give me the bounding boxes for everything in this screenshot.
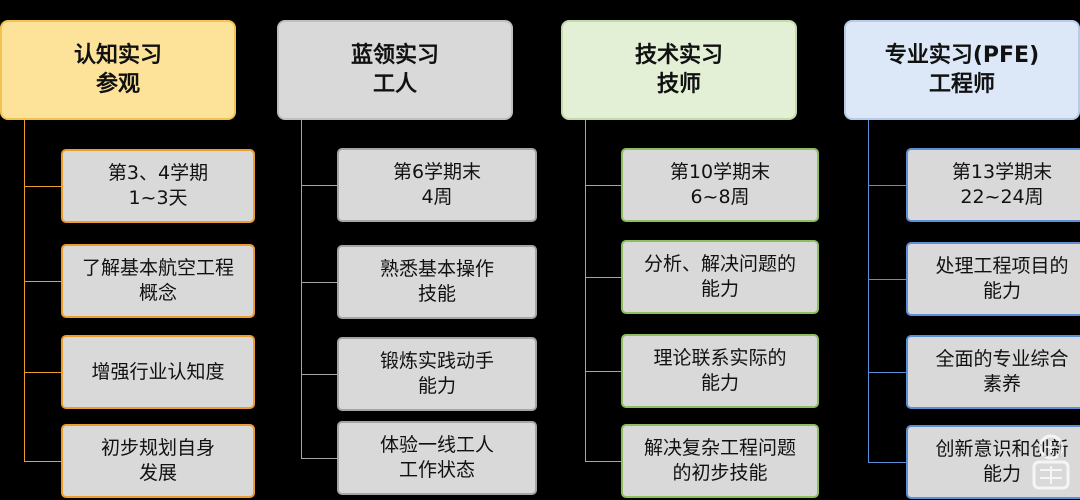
item-line: 第13学期末: [951, 161, 1053, 183]
header-line: 技师: [656, 72, 701, 97]
item-line: 能力: [982, 280, 1021, 302]
item-line: 22~24周: [960, 186, 1044, 208]
item-box: 理论联系实际的 能力: [621, 334, 819, 408]
item-box: 第10学期末 6~8周: [621, 148, 819, 222]
item-box: 处理工程项目的 能力: [906, 242, 1080, 316]
item-box: 全面的专业综合 素养: [906, 335, 1080, 409]
branch-line: [24, 281, 61, 282]
item-line: 分析、解决问题的: [643, 253, 796, 275]
item-box: 了解基本航空工程 概念: [61, 244, 255, 318]
connector-line: [301, 120, 302, 458]
header-line: 技术实习: [634, 43, 723, 68]
item-line: 工作状态: [398, 459, 475, 481]
item-line: 解决复杂工程问题: [643, 437, 796, 459]
branch-line: [585, 185, 621, 186]
item-line: 熟悉基本操作: [379, 258, 494, 280]
item-line: 创新意识和创新: [935, 438, 1069, 460]
header-professional-internship: 专业实习(PFE) 工程师: [844, 20, 1080, 120]
item-line: 增强行业认知度: [91, 360, 225, 383]
item-line: 能力: [417, 375, 456, 397]
item-line: 第10学期末: [669, 161, 771, 183]
branch-line: [585, 461, 621, 462]
connector-line: [585, 120, 586, 461]
item-box: 解决复杂工程问题 的初步技能: [621, 424, 819, 498]
item-line: 体验一线工人: [379, 434, 494, 456]
item-line: 能力: [700, 372, 739, 394]
header-blue-collar-internship: 蓝领实习 工人: [277, 20, 513, 120]
branch-line: [868, 279, 906, 280]
header-line: 工程师: [928, 72, 995, 97]
branch-line: [301, 458, 337, 459]
item-line: 初步规划自身: [100, 437, 215, 459]
item-line: 了解基本航空工程: [81, 257, 234, 279]
header-technical-internship: 技术实习 技师: [561, 20, 797, 120]
item-box: 熟悉基本操作 技能: [337, 245, 537, 319]
seal-icon: [1032, 434, 1070, 490]
item-box: 分析、解决问题的 能力: [621, 240, 819, 314]
item-line: 第6学期末: [392, 161, 482, 183]
item-line: 能力: [700, 278, 739, 300]
item-box: 锻炼实践动手 能力: [337, 337, 537, 411]
connector-line: [24, 120, 25, 462]
item-line: 锻炼实践动手: [379, 350, 494, 372]
header-line: 专业实习(PFE): [884, 43, 1040, 68]
branch-line: [301, 185, 337, 186]
branch-line: [24, 186, 61, 187]
item-line: 素养: [982, 373, 1021, 395]
item-line: 概念: [138, 282, 177, 304]
item-line: 4周: [421, 186, 453, 208]
item-box: 初步规划自身 发展: [61, 424, 255, 498]
branch-line: [301, 374, 337, 375]
item-line: 第3、4学期: [107, 162, 209, 184]
header-line: 认知实习: [73, 43, 162, 68]
branch-line: [868, 372, 906, 373]
branch-line: [585, 371, 621, 372]
item-box: 体验一线工人 工作状态: [337, 421, 537, 495]
item-line: 全面的专业综合: [935, 348, 1069, 370]
item-line: 理论联系实际的: [653, 347, 787, 369]
branch-line: [24, 461, 61, 462]
connector-line: [868, 120, 869, 462]
item-line: 的初步技能: [672, 462, 768, 484]
item-line: 技能: [417, 283, 456, 305]
branch-line: [301, 282, 337, 283]
item-box: 第6学期末 4周: [337, 148, 537, 222]
item-line: 处理工程项目的: [935, 255, 1069, 277]
item-box: 增强行业认知度: [61, 335, 255, 409]
item-box: 第3、4学期 1~3天: [61, 149, 255, 223]
header-line: 蓝领实习: [350, 43, 439, 68]
item-line: 能力: [982, 463, 1021, 485]
item-line: 1~3天: [128, 187, 188, 209]
branch-line: [24, 372, 61, 373]
branch-line: [868, 462, 906, 463]
header-line: 工人: [372, 72, 417, 97]
item-box: 第13学期末 22~24周: [906, 148, 1080, 222]
item-line: 发展: [138, 462, 177, 484]
item-line: 6~8周: [690, 186, 750, 208]
branch-line: [868, 185, 906, 186]
header-cognitive-internship: 认知实习 参观: [0, 20, 236, 120]
branch-line: [585, 277, 621, 278]
header-line: 参观: [95, 72, 140, 97]
